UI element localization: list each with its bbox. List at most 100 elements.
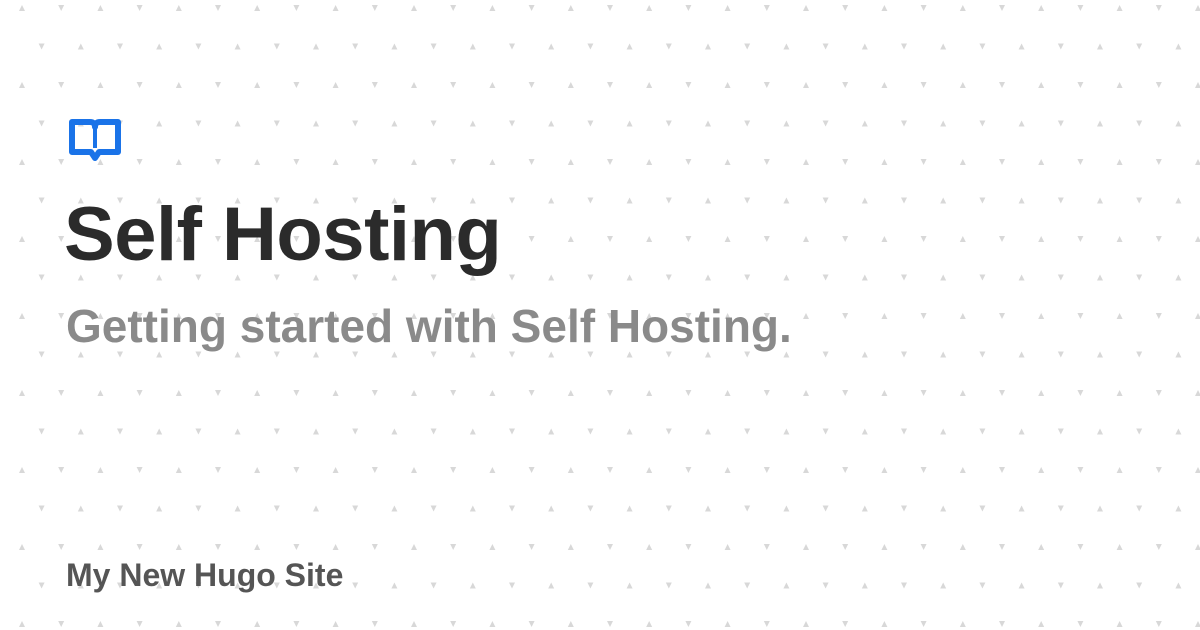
pattern-dot [626,197,633,204]
pattern-dot [979,582,986,589]
pattern-dot [254,5,261,11]
pattern-dot [881,621,888,627]
pattern-dot [136,313,143,319]
pattern-dot [58,236,65,242]
pattern-dot [567,621,574,627]
pattern-dot [744,505,751,512]
pattern-dot [1077,467,1084,473]
pattern-dot [763,82,770,88]
pattern-dot [626,274,633,281]
pattern-dot [1097,120,1103,127]
pattern-dot [1195,544,1200,550]
pattern-dot [293,467,300,473]
pattern-dot [391,582,398,589]
pattern-dot [175,621,182,627]
pattern-dot [352,351,359,358]
pattern-dot [901,582,907,589]
pattern-dot [58,621,65,627]
pattern-dot [1155,159,1162,165]
pattern-dot [822,505,829,512]
pattern-dot [803,390,809,396]
pattern-dot [509,120,515,127]
pattern-dot [175,236,182,242]
pattern-dot [1116,5,1123,11]
pattern-dot [58,82,65,88]
pattern-dot [940,43,947,50]
pattern-dot [646,313,653,319]
pattern-dot [19,390,25,396]
pattern-dot [254,313,261,319]
pattern-dot [58,544,65,550]
pattern-dot [77,43,84,50]
pattern-dot [1097,505,1103,512]
pattern-dot [332,313,339,319]
pattern-dot [58,390,65,396]
pattern-dot [861,43,868,50]
pattern-dot [509,351,515,358]
pattern-dot [509,43,515,50]
pattern-dot [489,5,496,11]
pattern-dot [705,351,711,358]
pattern-dot [332,159,339,165]
pattern-dot [234,505,241,512]
pattern-dot [391,351,398,358]
pattern-dot [1155,313,1162,319]
pattern-dot [254,467,261,473]
pattern-dot [293,621,300,627]
pattern-dot [1018,197,1025,204]
pattern-dot [548,43,555,50]
pattern-dot [803,5,809,11]
pattern-dot [215,313,221,319]
pattern-dot [587,274,594,281]
pattern-dot [1038,544,1045,550]
pattern-dot [195,428,202,435]
pattern-dot [391,197,398,204]
pattern-dot [1077,236,1084,242]
pattern-dot [999,390,1005,396]
pattern-dot [234,582,241,589]
pattern-dot [920,5,927,11]
pattern-dot [77,428,84,435]
pattern-dot [705,582,711,589]
pattern-dot [783,120,790,127]
pattern-dot [313,43,319,50]
pattern-dot [1038,236,1045,242]
pattern-dot [293,82,300,88]
pattern-dot [195,197,202,204]
pattern-dot [1195,313,1200,319]
pattern-dot [724,390,731,396]
pattern-dot [1136,582,1143,589]
pattern-dot [430,505,437,512]
pattern-dot [528,544,535,550]
pattern-dot [685,159,692,165]
pattern-dot [881,5,888,11]
pattern-dot [607,82,613,88]
pattern-dot [1136,351,1143,358]
pattern-dot [803,313,809,319]
pattern-dot [665,428,672,435]
pattern-dot [1155,5,1162,11]
pattern-dot [411,159,417,165]
pattern-dot [607,313,613,319]
pattern-dot [371,544,378,550]
pattern-dot [332,621,339,627]
pattern-dot [175,5,182,11]
pattern-dot [567,544,574,550]
pattern-dot [234,43,241,50]
pattern-dot [920,82,927,88]
pattern-dot [1136,428,1143,435]
pattern-dot [489,313,496,319]
pattern-dot [19,467,25,473]
pattern-dot [332,544,339,550]
pattern-dot [450,544,457,550]
pattern-dot [332,467,339,473]
pattern-dot [646,390,653,396]
pattern-dot [195,120,202,127]
pattern-dot [352,43,359,50]
pattern-dot [175,390,182,396]
pattern-dot [567,82,574,88]
pattern-dot [646,621,653,627]
pattern-dot [411,390,417,396]
pattern-dot [920,390,927,396]
pattern-dot [940,351,947,358]
